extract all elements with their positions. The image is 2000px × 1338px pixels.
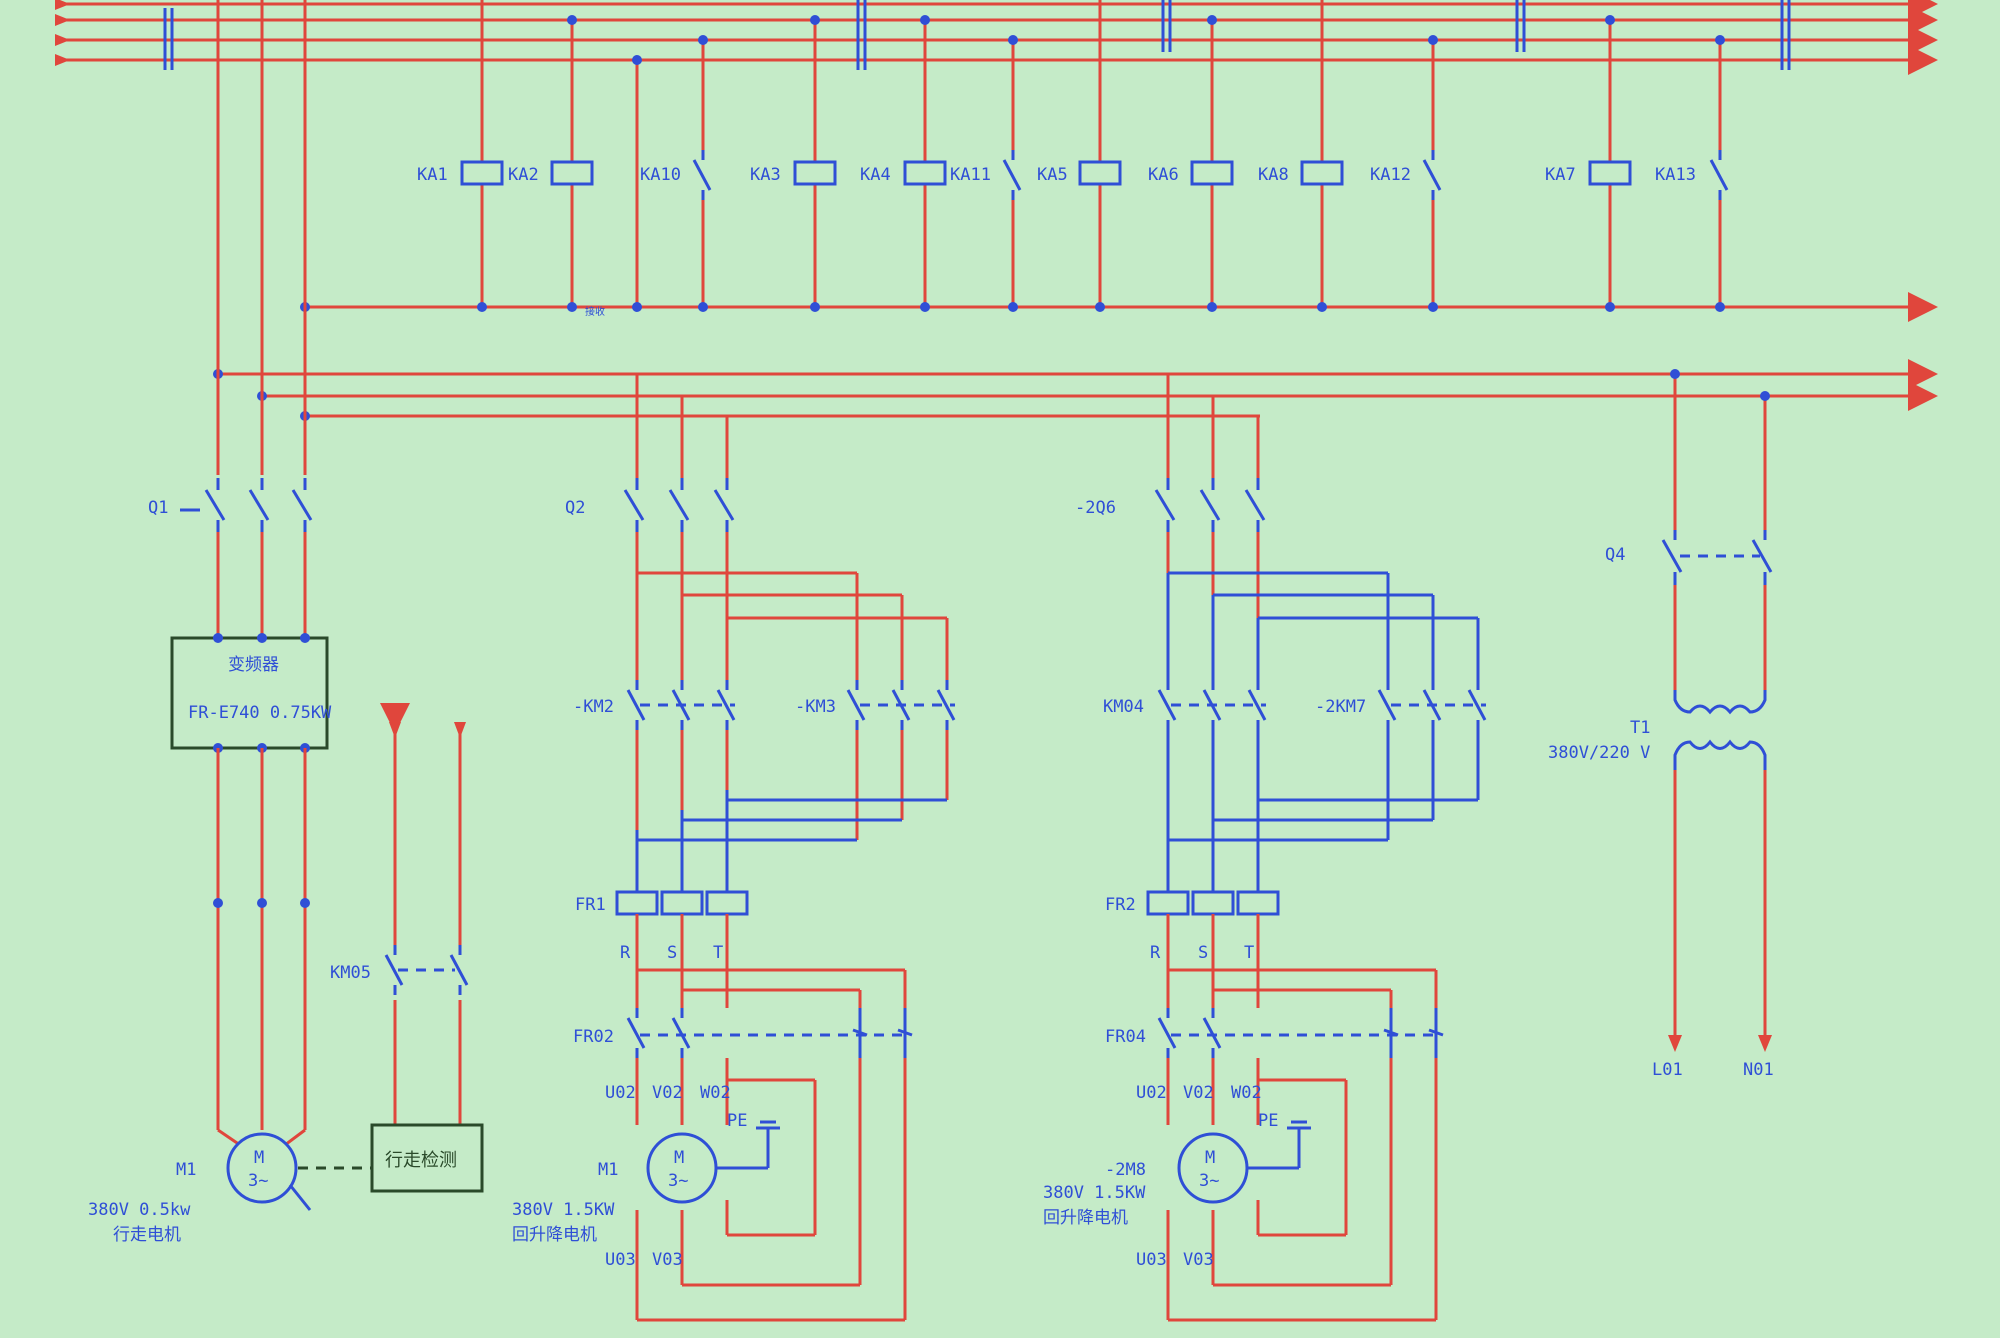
motor-symbol-3: 3~ <box>248 1171 268 1191</box>
motor3-u: U02 <box>1136 1083 1167 1103</box>
bus-note: 接收 <box>585 305 605 318</box>
walk-motor-branch: Q1 变频器 FR-E740 0.75KW M 3~ M1 380V 0.5kw… <box>88 478 484 1245</box>
relay-label: KA3 <box>750 165 781 185</box>
relay-label: KA2 <box>508 165 539 185</box>
motor2-pe: PE <box>727 1111 747 1131</box>
km05-label: KM05 <box>330 963 371 983</box>
main-bus <box>55 0 1938 75</box>
relay-label: KA6 <box>1148 165 1179 185</box>
motor2-v: V02 <box>652 1083 683 1103</box>
transformer-branch: Q4 T1 380V/220 V L01 N01 <box>1548 369 1780 1080</box>
lift-motor-1 <box>646 1132 718 1204</box>
motor2-u: U02 <box>605 1083 636 1103</box>
inverter-title: 变频器 <box>228 655 279 675</box>
phase-t: T <box>1244 943 1254 963</box>
t1-spec: 380V/220 V <box>1548 743 1650 763</box>
lift-motor-branch-2: -2Q6 KM04 -2KM7 FR2 R S T <box>1043 374 1488 1322</box>
motor2-name: 回升降电机 <box>512 1225 597 1245</box>
relay-label: KA10 <box>640 165 681 185</box>
inverter-model: FR-E740 0.75KW <box>188 703 332 723</box>
phase-r: R <box>620 943 631 963</box>
output-l: L01 <box>1652 1060 1683 1080</box>
relay-label: KA1 <box>417 165 448 185</box>
detect-box <box>370 1123 484 1193</box>
relay-label: KA12 <box>1370 165 1411 185</box>
walk-motor <box>226 1132 298 1204</box>
relay-label: KA11 <box>950 165 991 185</box>
motor3-name: 回升降电机 <box>1043 1208 1128 1228</box>
motor2-tag: M1 <box>598 1160 618 1180</box>
relay-label: KA8 <box>1258 165 1289 185</box>
motor2-v3: V03 <box>652 1250 683 1270</box>
motor2-w: W02 <box>700 1083 731 1103</box>
phase-s: S <box>667 943 677 963</box>
motor2-u3: U03 <box>605 1250 636 1270</box>
phase-t: T <box>713 943 723 963</box>
phase-s: S <box>1198 943 1208 963</box>
motor3-v: V02 <box>1183 1083 1214 1103</box>
motor-symbol-3: 3~ <box>1199 1171 1219 1191</box>
fr04-label: FR04 <box>1105 1027 1146 1047</box>
motor3-tag: -2M8 <box>1105 1160 1146 1180</box>
lift-motor-2 <box>1177 1132 1249 1204</box>
motor-symbol-3: 3~ <box>668 1171 688 1191</box>
km2-label: -KM2 <box>573 697 614 717</box>
fr2-label: FR2 <box>1105 895 1136 915</box>
motor2-spec: 380V 1.5KW <box>512 1200 615 1220</box>
motor3-u3: U03 <box>1136 1250 1167 1270</box>
km07-label: -2KM7 <box>1315 697 1366 717</box>
motor3-w: W02 <box>1231 1083 1262 1103</box>
km3-label: -KM3 <box>795 697 836 717</box>
motor3-spec: 380V 1.5KW <box>1043 1183 1146 1203</box>
motor3-v3: V03 <box>1183 1250 1214 1270</box>
motor-symbol-m: M <box>674 1148 684 1168</box>
motor1-tag: M1 <box>176 1160 196 1180</box>
lift-motor-branch-1: Q2 -KM2 -KM3 FR1 R S <box>512 374 957 1322</box>
motor3-pe: PE <box>1258 1111 1278 1131</box>
t1-tag: T1 <box>1630 718 1650 738</box>
detect-box-label: 行走检测 <box>385 1150 457 1171</box>
inverter-box <box>170 636 329 750</box>
km04-label: KM04 <box>1103 697 1144 717</box>
fr02-label: FR02 <box>573 1027 614 1047</box>
motor-symbol-m: M <box>254 1148 264 1168</box>
motor1-spec: 380V 0.5kw <box>88 1200 191 1220</box>
q3-label: -2Q6 <box>1075 498 1116 518</box>
q1-label: Q1 <box>148 498 168 518</box>
relay-rungs: KA1 KA2 KA10 KA3 KA4 KA11 KA5 KA6 KA8 KA… <box>417 0 1730 312</box>
relay-label: KA5 <box>1037 165 1068 185</box>
motor1-name: 行走电机 <box>113 1225 181 1245</box>
q4-label: Q4 <box>1605 545 1625 565</box>
relay-label: KA13 <box>1655 165 1696 185</box>
control-bus: 接收 <box>305 292 1938 322</box>
relay-label: KA7 <box>1545 165 1576 185</box>
relay-label: KA4 <box>860 165 891 185</box>
motor-symbol-m: M <box>1205 1148 1215 1168</box>
output-n: N01 <box>1743 1060 1774 1080</box>
phase-r: R <box>1150 943 1161 963</box>
feeder-bus <box>213 302 1938 421</box>
q2-label: Q2 <box>565 498 585 518</box>
fr1-label: FR1 <box>575 895 606 915</box>
